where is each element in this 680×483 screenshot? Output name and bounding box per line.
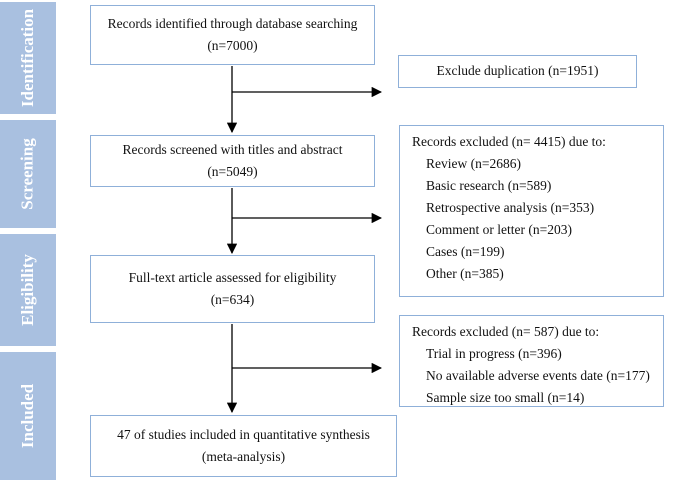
box-exclude-duplication: Exclude duplication (n=1951)	[398, 55, 637, 88]
stage-identification: Identification	[0, 2, 56, 114]
box-fulltext-assessed: Full-text article assessed for eligibili…	[90, 255, 375, 323]
box-records-screened-line1: Records screened with titles and abstrac…	[122, 141, 343, 157]
box-excluded-eligibility-heading: Records excluded (n= 587) due to:	[412, 324, 600, 339]
box-records-identified: Records identified through database sear…	[90, 5, 375, 65]
stage-eligibility: Eligibility	[0, 234, 56, 346]
excluded-screening-item: Comment or letter (n=203)	[426, 222, 572, 237]
box-excluded-screening: Records excluded (n= 4415) due to: Revie…	[399, 125, 664, 297]
box-exclude-duplication-text: Exclude duplication (n=1951)	[436, 63, 599, 79]
box-fulltext-assessed-line1: Full-text article assessed for eligibili…	[128, 269, 337, 285]
excluded-screening-item: Basic research (n=589)	[426, 178, 552, 193]
excluded-eligibility-item: No available adverse events date (n=177)	[426, 368, 650, 383]
stage-screening: Screening	[0, 120, 56, 228]
box-excluded-screening-heading: Records excluded (n= 4415) due to:	[412, 134, 606, 149]
excluded-eligibility-item: Sample size too small (n=14)	[426, 390, 585, 405]
box-records-screened: Records screened with titles and abstrac…	[90, 135, 375, 187]
box-records-screened-line2: (n=5049)	[207, 164, 258, 179]
box-studies-included: 47 of studies included in quantitative s…	[90, 415, 397, 477]
stage-included: Included	[0, 352, 56, 480]
excluded-screening-item: Review (n=2686)	[426, 156, 521, 171]
box-records-identified-line1: Records identified through database sear…	[107, 15, 358, 31]
excluded-screening-item: Retrospective analysis (n=353)	[426, 200, 595, 215]
box-records-identified-line2: (n=7000)	[207, 38, 258, 53]
box-studies-included-line1: 47 of studies included in quantitative s…	[117, 426, 370, 442]
box-studies-included-line2: (meta-analysis)	[201, 449, 286, 464]
box-fulltext-assessed-line2: (n=634)	[210, 292, 255, 307]
excluded-screening-item: Cases (n=199)	[426, 244, 505, 259]
excluded-screening-item: Other (n=385)	[426, 266, 504, 281]
excluded-eligibility-item: Trial in progress (n=396)	[426, 346, 562, 361]
box-excluded-eligibility: Records excluded (n= 587) due to: Trial …	[399, 315, 664, 407]
